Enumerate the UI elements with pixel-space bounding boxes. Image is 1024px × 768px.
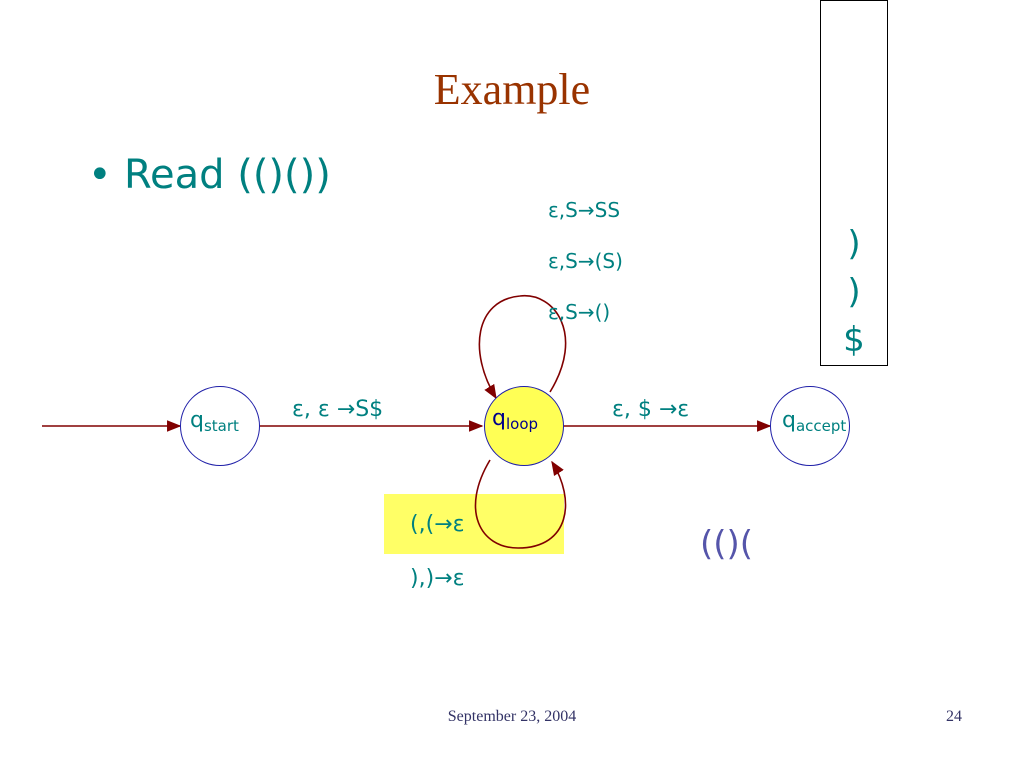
state-start-label: qstart	[190, 408, 239, 435]
state-loop	[484, 386, 564, 466]
stack-item: )	[847, 272, 861, 312]
current-transition-highlight	[384, 494, 564, 554]
stack-box	[820, 0, 888, 366]
page-number: 24	[946, 708, 962, 725]
slide-title: Example	[433, 65, 591, 114]
state-loop-label: qloop	[492, 406, 539, 433]
footer-date: September 23, 2004	[447, 708, 577, 725]
transition-loop-accept-label: ε, $ →ε	[612, 397, 690, 422]
loop-bottom-self-arrow	[474, 459, 567, 549]
loop-top-self-arrow	[478, 295, 567, 400]
remaining-input: (()(	[700, 524, 754, 564]
bullet-item: • Read (()())	[88, 152, 331, 198]
state-accept-label: qaccept	[782, 408, 847, 435]
bullet-text: Read (()())	[124, 152, 331, 198]
stack-item: $	[843, 320, 865, 360]
state-accept	[770, 386, 850, 466]
loop-bottom-rule: (,(→ε	[410, 512, 465, 537]
transition-start-loop-label: ε, ε →S$	[292, 397, 384, 422]
stack-item: )	[847, 224, 861, 264]
loop-bottom-rule: ),)→ε	[410, 566, 465, 591]
bullet-dot-icon: •	[88, 152, 112, 198]
loop-top-rule: ε,S→SS	[548, 198, 621, 222]
loop-top-rule: ε,S→(S)	[548, 249, 623, 273]
loop-top-rule: ε,S→()	[548, 300, 611, 324]
state-start	[180, 386, 260, 466]
